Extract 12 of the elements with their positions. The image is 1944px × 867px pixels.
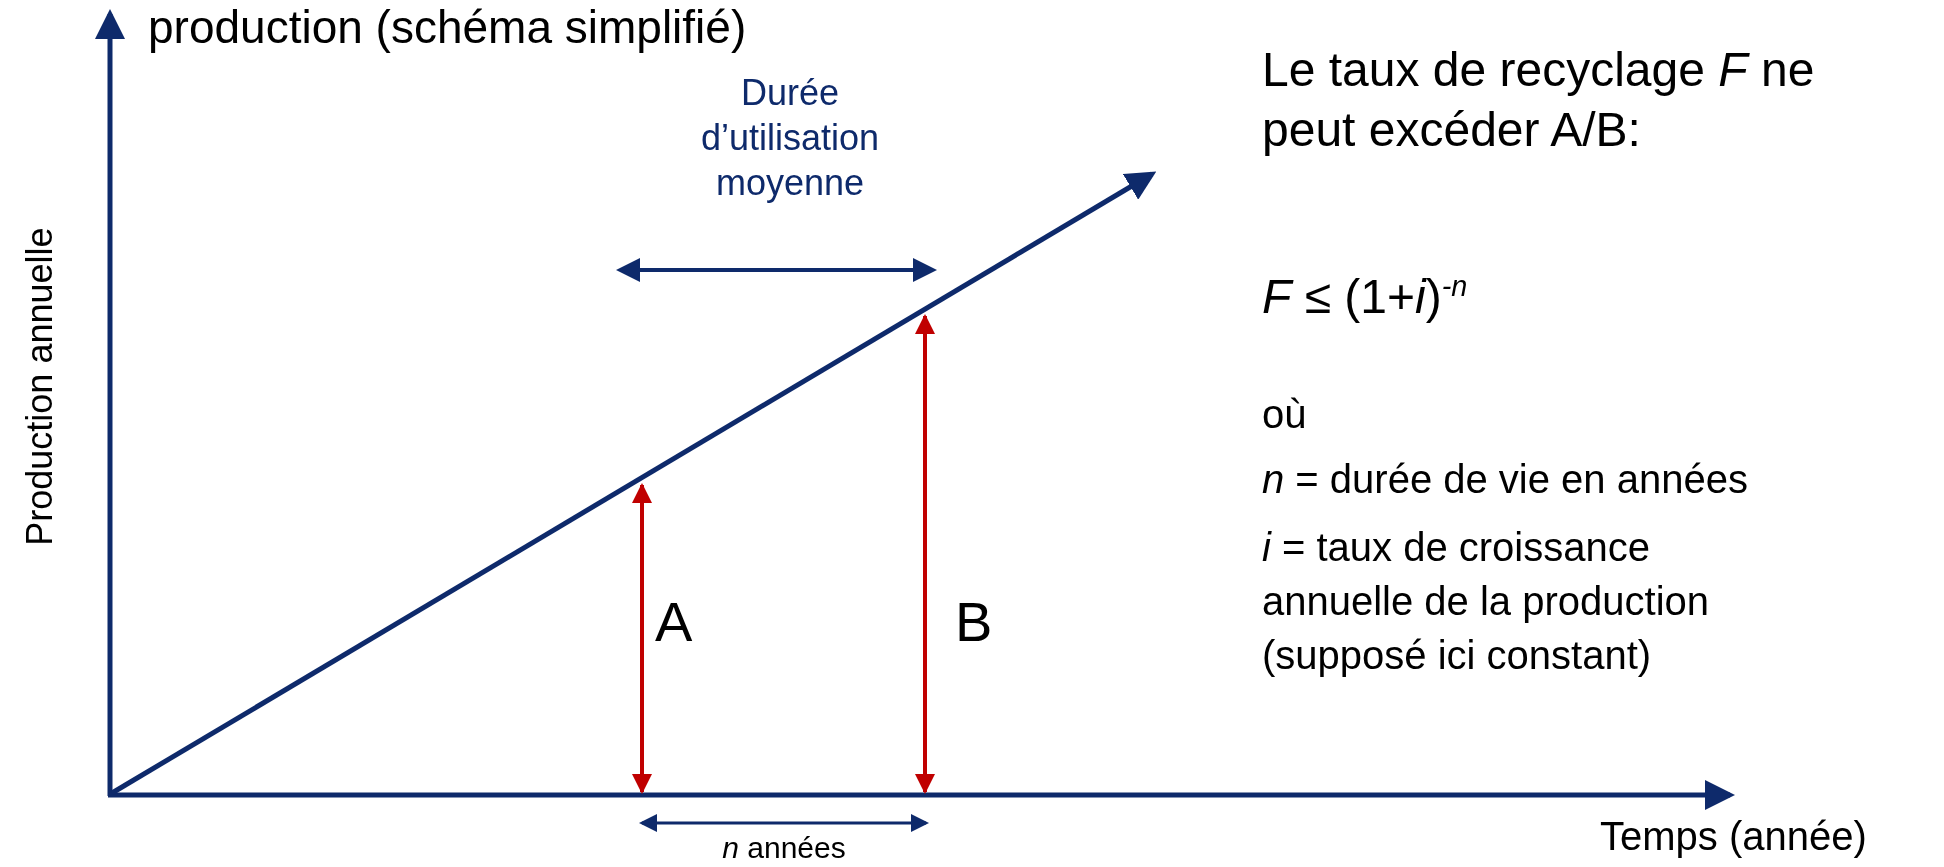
- measure-label: A: [655, 589, 693, 655]
- dimension-label: Durée d’utilisation moyenne: [699, 71, 881, 205]
- note-text: où: [1262, 391, 1307, 438]
- formula: F ≤ (1+i)$^{-n}$: [1262, 269, 1468, 325]
- note-text: Le taux de recyclage F ne peut excéder A/B:: [1262, 42, 1816, 158]
- axis-label: Temps (année): [1600, 813, 1867, 860]
- axis-label: Production annuelle: [18, 226, 62, 548]
- note-text: i = taux de croissance annuelle de la production (supposé ici constant): [1262, 524, 1710, 679]
- chart-title: production (schéma simplifié): [148, 2, 747, 53]
- dimension-label: n années: [721, 830, 847, 866]
- note-text: n = durée de vie en années: [1262, 456, 1748, 503]
- measure-label: B: [955, 589, 993, 655]
